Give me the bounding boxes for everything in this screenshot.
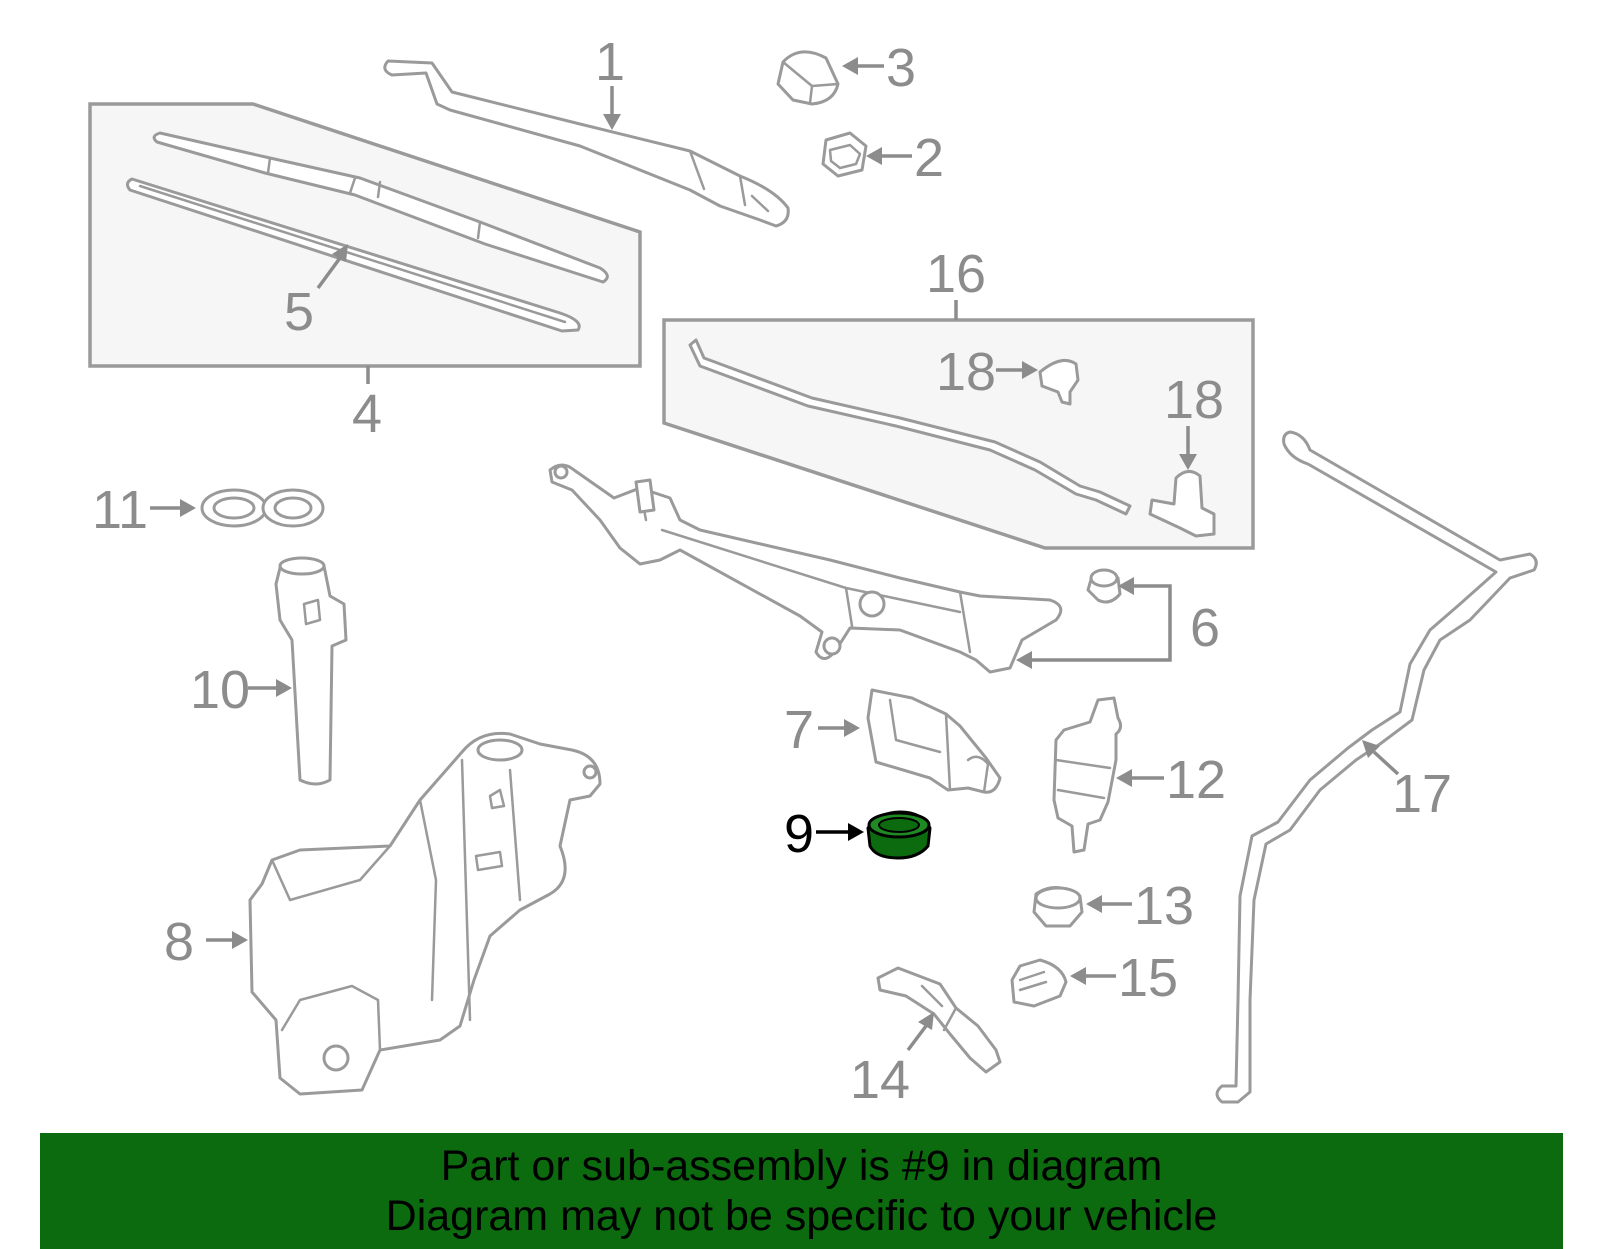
part-6-grommet[interactable] [1086, 568, 1122, 604]
part-12-washer-pump[interactable] [1052, 696, 1123, 854]
banner-line-disclaimer: Diagram may not be specific to your vehi… [385, 1192, 1218, 1240]
banner-line-part: Part or sub-assembly is #9 in diagram [440, 1142, 1163, 1190]
callout-18a[interactable]: 18 [936, 342, 1038, 402]
callout-15-label: 15 [1118, 948, 1178, 1008]
callout-9-label: 9 [784, 804, 814, 864]
callout-10[interactable]: 10 [190, 660, 292, 720]
callout-7[interactable]: 7 [784, 700, 860, 760]
callout-9[interactable]: 9 [784, 804, 864, 864]
callout-1[interactable]: 1 [595, 32, 625, 130]
part-5-wiper-blade[interactable] [125, 131, 609, 333]
callout-5-label: 5 [284, 282, 314, 342]
callout-6-label: 6 [1190, 598, 1220, 658]
callout-8-label: 8 [164, 912, 194, 972]
part-10-filler-neck[interactable] [274, 556, 348, 786]
callout-2-label: 2 [914, 128, 944, 188]
part-16-wiper-linkage[interactable] [548, 463, 1063, 674]
callout-11-label: 11 [92, 480, 148, 540]
callout-13[interactable]: 13 [1086, 876, 1194, 936]
callout-5[interactable]: 5 [284, 244, 348, 342]
callout-4[interactable]: 4 [352, 366, 382, 444]
part-7-wiper-motor[interactable] [866, 688, 1002, 794]
callout-16-label: 16 [926, 244, 986, 304]
part-8-reservoir[interactable] [248, 731, 602, 1096]
part-18-nozzle-upper[interactable] [1038, 358, 1080, 406]
callout-3[interactable]: 3 [842, 38, 916, 98]
callout-15[interactable]: 15 [1070, 948, 1178, 1008]
callout-18b[interactable]: 18 [1164, 370, 1224, 470]
callout-17-label: 17 [1392, 764, 1452, 824]
info-banner: Part or sub-assembly is #9 in diagram Di… [40, 1133, 1563, 1249]
callout-14[interactable]: 14 [850, 1012, 934, 1110]
part-18-nozzle-lower[interactable] [1148, 470, 1216, 538]
callout-12[interactable]: 12 [1116, 750, 1226, 810]
part-2-nut[interactable] [821, 131, 868, 178]
part-3-cap[interactable] [776, 50, 840, 106]
callout-3-label: 3 [886, 38, 916, 98]
callout-6[interactable]: 6 [1016, 577, 1220, 669]
part-17-washer-hose[interactable] [1215, 430, 1538, 1104]
callout-14-label: 14 [850, 1050, 910, 1110]
callout-4-label: 4 [352, 384, 382, 444]
callout-18a-label: 18 [936, 342, 996, 402]
callout-10-label: 10 [190, 660, 250, 720]
callout-18b-label: 18 [1164, 370, 1224, 430]
part-14-sensor[interactable] [876, 966, 1002, 1074]
washer-hose-upper[interactable] [688, 338, 1132, 516]
callout-17[interactable]: 17 [1362, 740, 1452, 824]
callout-7-label: 7 [784, 700, 814, 760]
part-15-clip[interactable] [1010, 958, 1068, 1008]
callout-12-label: 12 [1166, 750, 1226, 810]
callout-8[interactable]: 8 [164, 912, 248, 972]
callout-11[interactable]: 11 [92, 480, 196, 540]
callout-13-label: 13 [1134, 876, 1194, 936]
part-11-gasket[interactable] [200, 488, 325, 528]
callout-16[interactable]: 16 [926, 244, 986, 320]
callout-2[interactable]: 2 [866, 128, 944, 188]
part-1-wiper-arm[interactable] [383, 59, 790, 228]
part-9-seal[interactable] [866, 810, 932, 860]
callout-1-label: 1 [595, 32, 625, 92]
part-13-grommet[interactable] [1032, 886, 1084, 928]
